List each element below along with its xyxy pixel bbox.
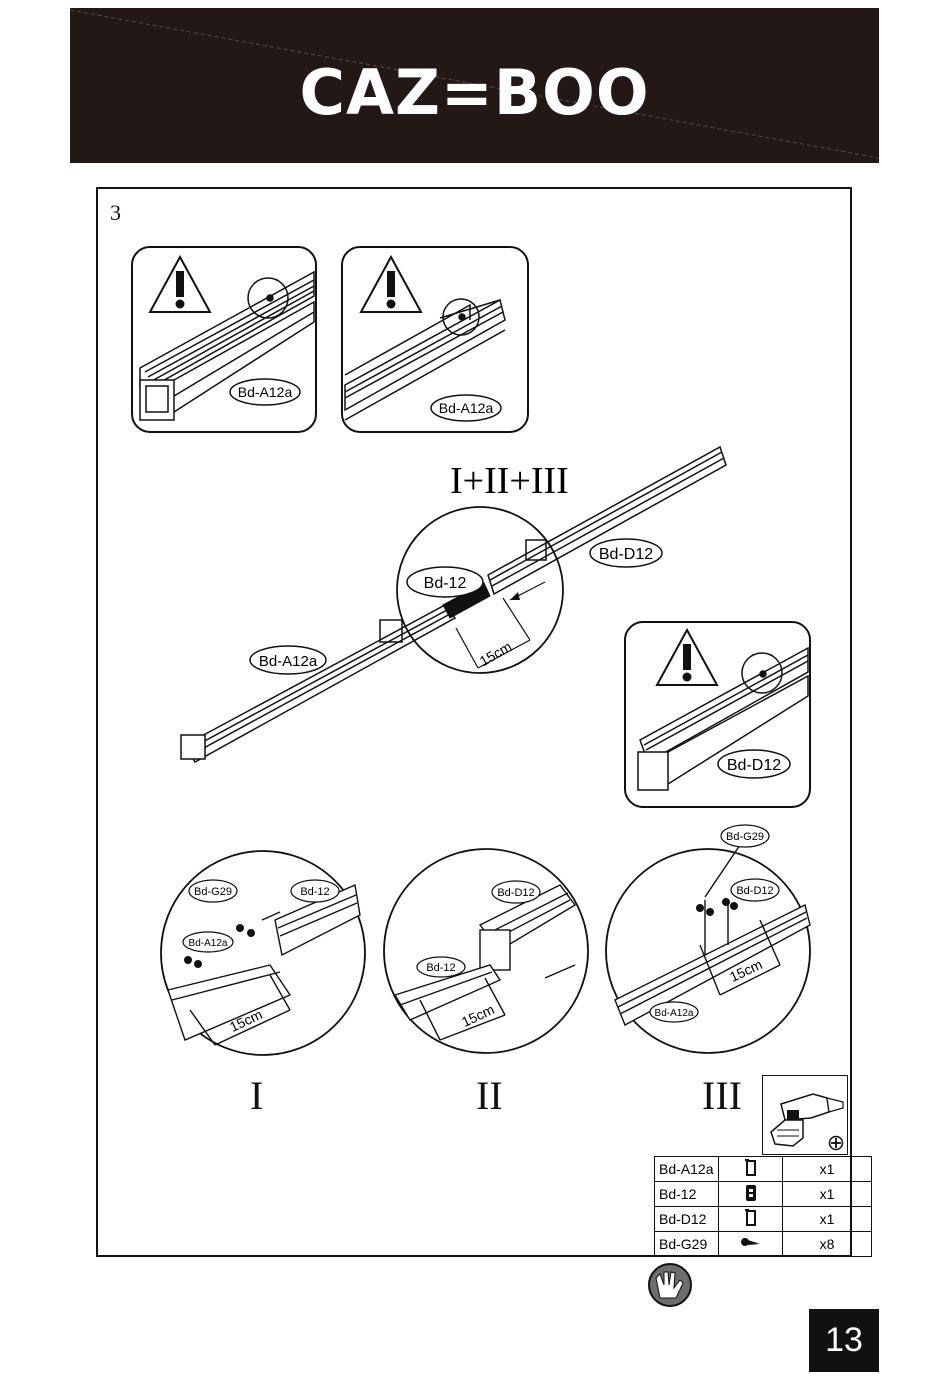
warning-box-1: Bd-A12a: [132, 247, 316, 432]
connector-label: Bd-12: [424, 575, 467, 592]
detail-label: Bd-A12a: [189, 938, 228, 949]
part-code: Bd-D12: [655, 1207, 719, 1232]
part-qty: x1: [783, 1182, 872, 1207]
detail-label: Bd-G29: [726, 831, 764, 843]
rail-left-label: Bd-A12a: [259, 653, 318, 670]
part-code: Bd-G29: [655, 1232, 719, 1257]
table-row: Bd-A12a x1: [655, 1157, 872, 1182]
part-qty: x8: [783, 1232, 872, 1257]
tool-box: [762, 1075, 848, 1155]
detail-circle-1: Bd-G29 Bd-12 Bd-A12a 15cm: [161, 851, 365, 1055]
phillips-bit-icon: [828, 1135, 844, 1151]
detail-label: Bd-12: [426, 962, 455, 974]
gloves-icon: [649, 1264, 691, 1306]
detail-label: Bd-G29: [194, 886, 232, 898]
screw-icon: [719, 1232, 783, 1257]
page-number: 13: [809, 1309, 879, 1372]
part-label: Bd-D12: [727, 757, 781, 774]
part-qty: x1: [783, 1157, 872, 1182]
part-label: Bd-A12a: [238, 384, 293, 400]
sequence-label: I+II+III: [450, 460, 569, 502]
parts-table: Bd-A12a x1 Bd-12 x1 Bd-D12 x1 Bd-G29: [654, 1156, 872, 1257]
detail-label: Bd-D12: [736, 885, 773, 897]
detail-circle-3: Bd-G29 Bd-D12 Bd-A12a 15cm: [606, 825, 810, 1053]
table-row: Bd-G29 x8: [655, 1232, 872, 1257]
part-qty: x1: [783, 1207, 872, 1232]
connector-icon: [719, 1182, 783, 1207]
detail-numeral-2: II: [476, 1072, 503, 1119]
rail-profile-icon: [719, 1157, 783, 1182]
table-row: Bd-D12 x1: [655, 1207, 872, 1232]
warning-box-3: Bd-D12: [625, 622, 810, 807]
table-row: Bd-12 x1: [655, 1182, 872, 1207]
rail-right-label: Bd-D12: [599, 546, 653, 563]
detail-numeral-1: I: [250, 1072, 263, 1119]
distance-label: 15cm: [477, 638, 515, 669]
part-code: Bd-12: [655, 1182, 719, 1207]
detail-circle-2: Bd-D12 Bd-12 15cm: [384, 849, 588, 1053]
part-label: Bd-A12a: [439, 400, 494, 416]
warning-box-2: Bd-A12a: [342, 247, 528, 432]
part-code: Bd-A12a: [655, 1157, 719, 1182]
rail-profile-icon: [719, 1207, 783, 1232]
detail-label: Bd-A12a: [655, 1008, 694, 1019]
detail-label: Bd-12: [300, 886, 329, 898]
detail-numeral-3: III: [702, 1072, 742, 1119]
detail-label: Bd-D12: [497, 887, 534, 899]
